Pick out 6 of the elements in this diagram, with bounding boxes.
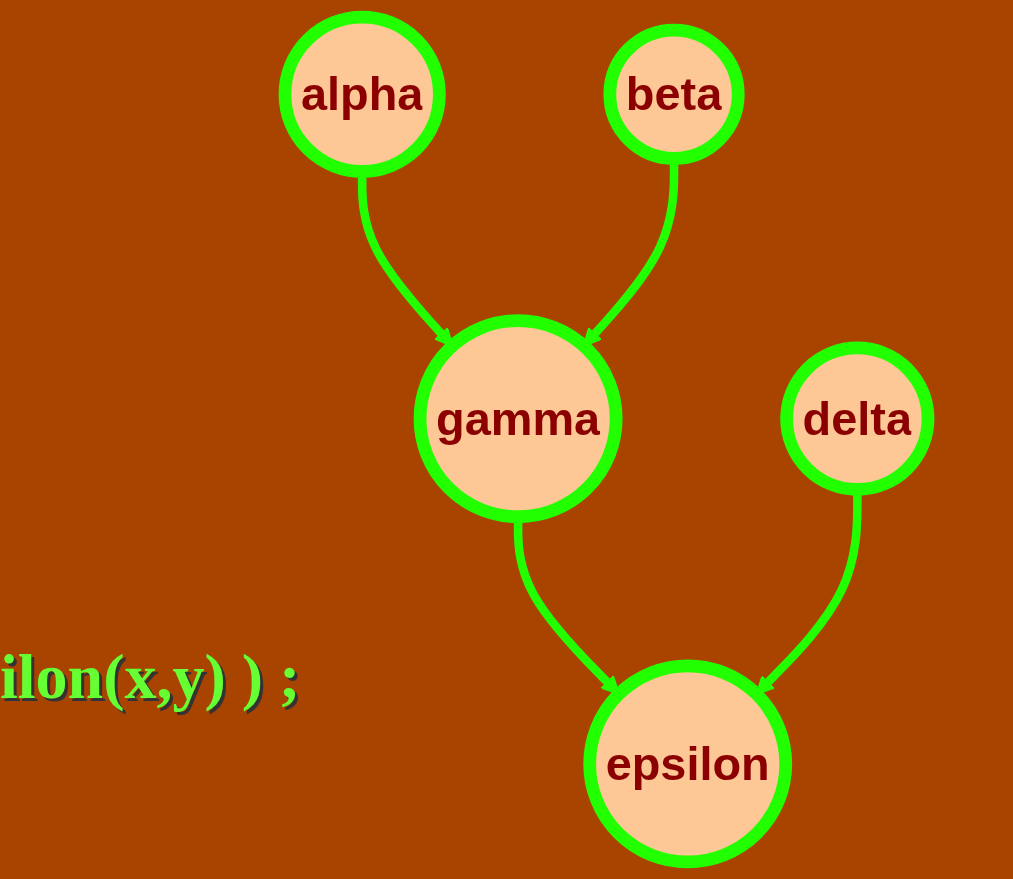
node-circle: gamma (413, 314, 623, 524)
node-circle: epsilon (583, 659, 793, 869)
node-circle: alpha (278, 10, 446, 178)
code-text: ilon(x,y) ) ; (0, 640, 301, 714)
node-circle: beta (603, 23, 745, 165)
node-circle: delta (780, 341, 935, 496)
